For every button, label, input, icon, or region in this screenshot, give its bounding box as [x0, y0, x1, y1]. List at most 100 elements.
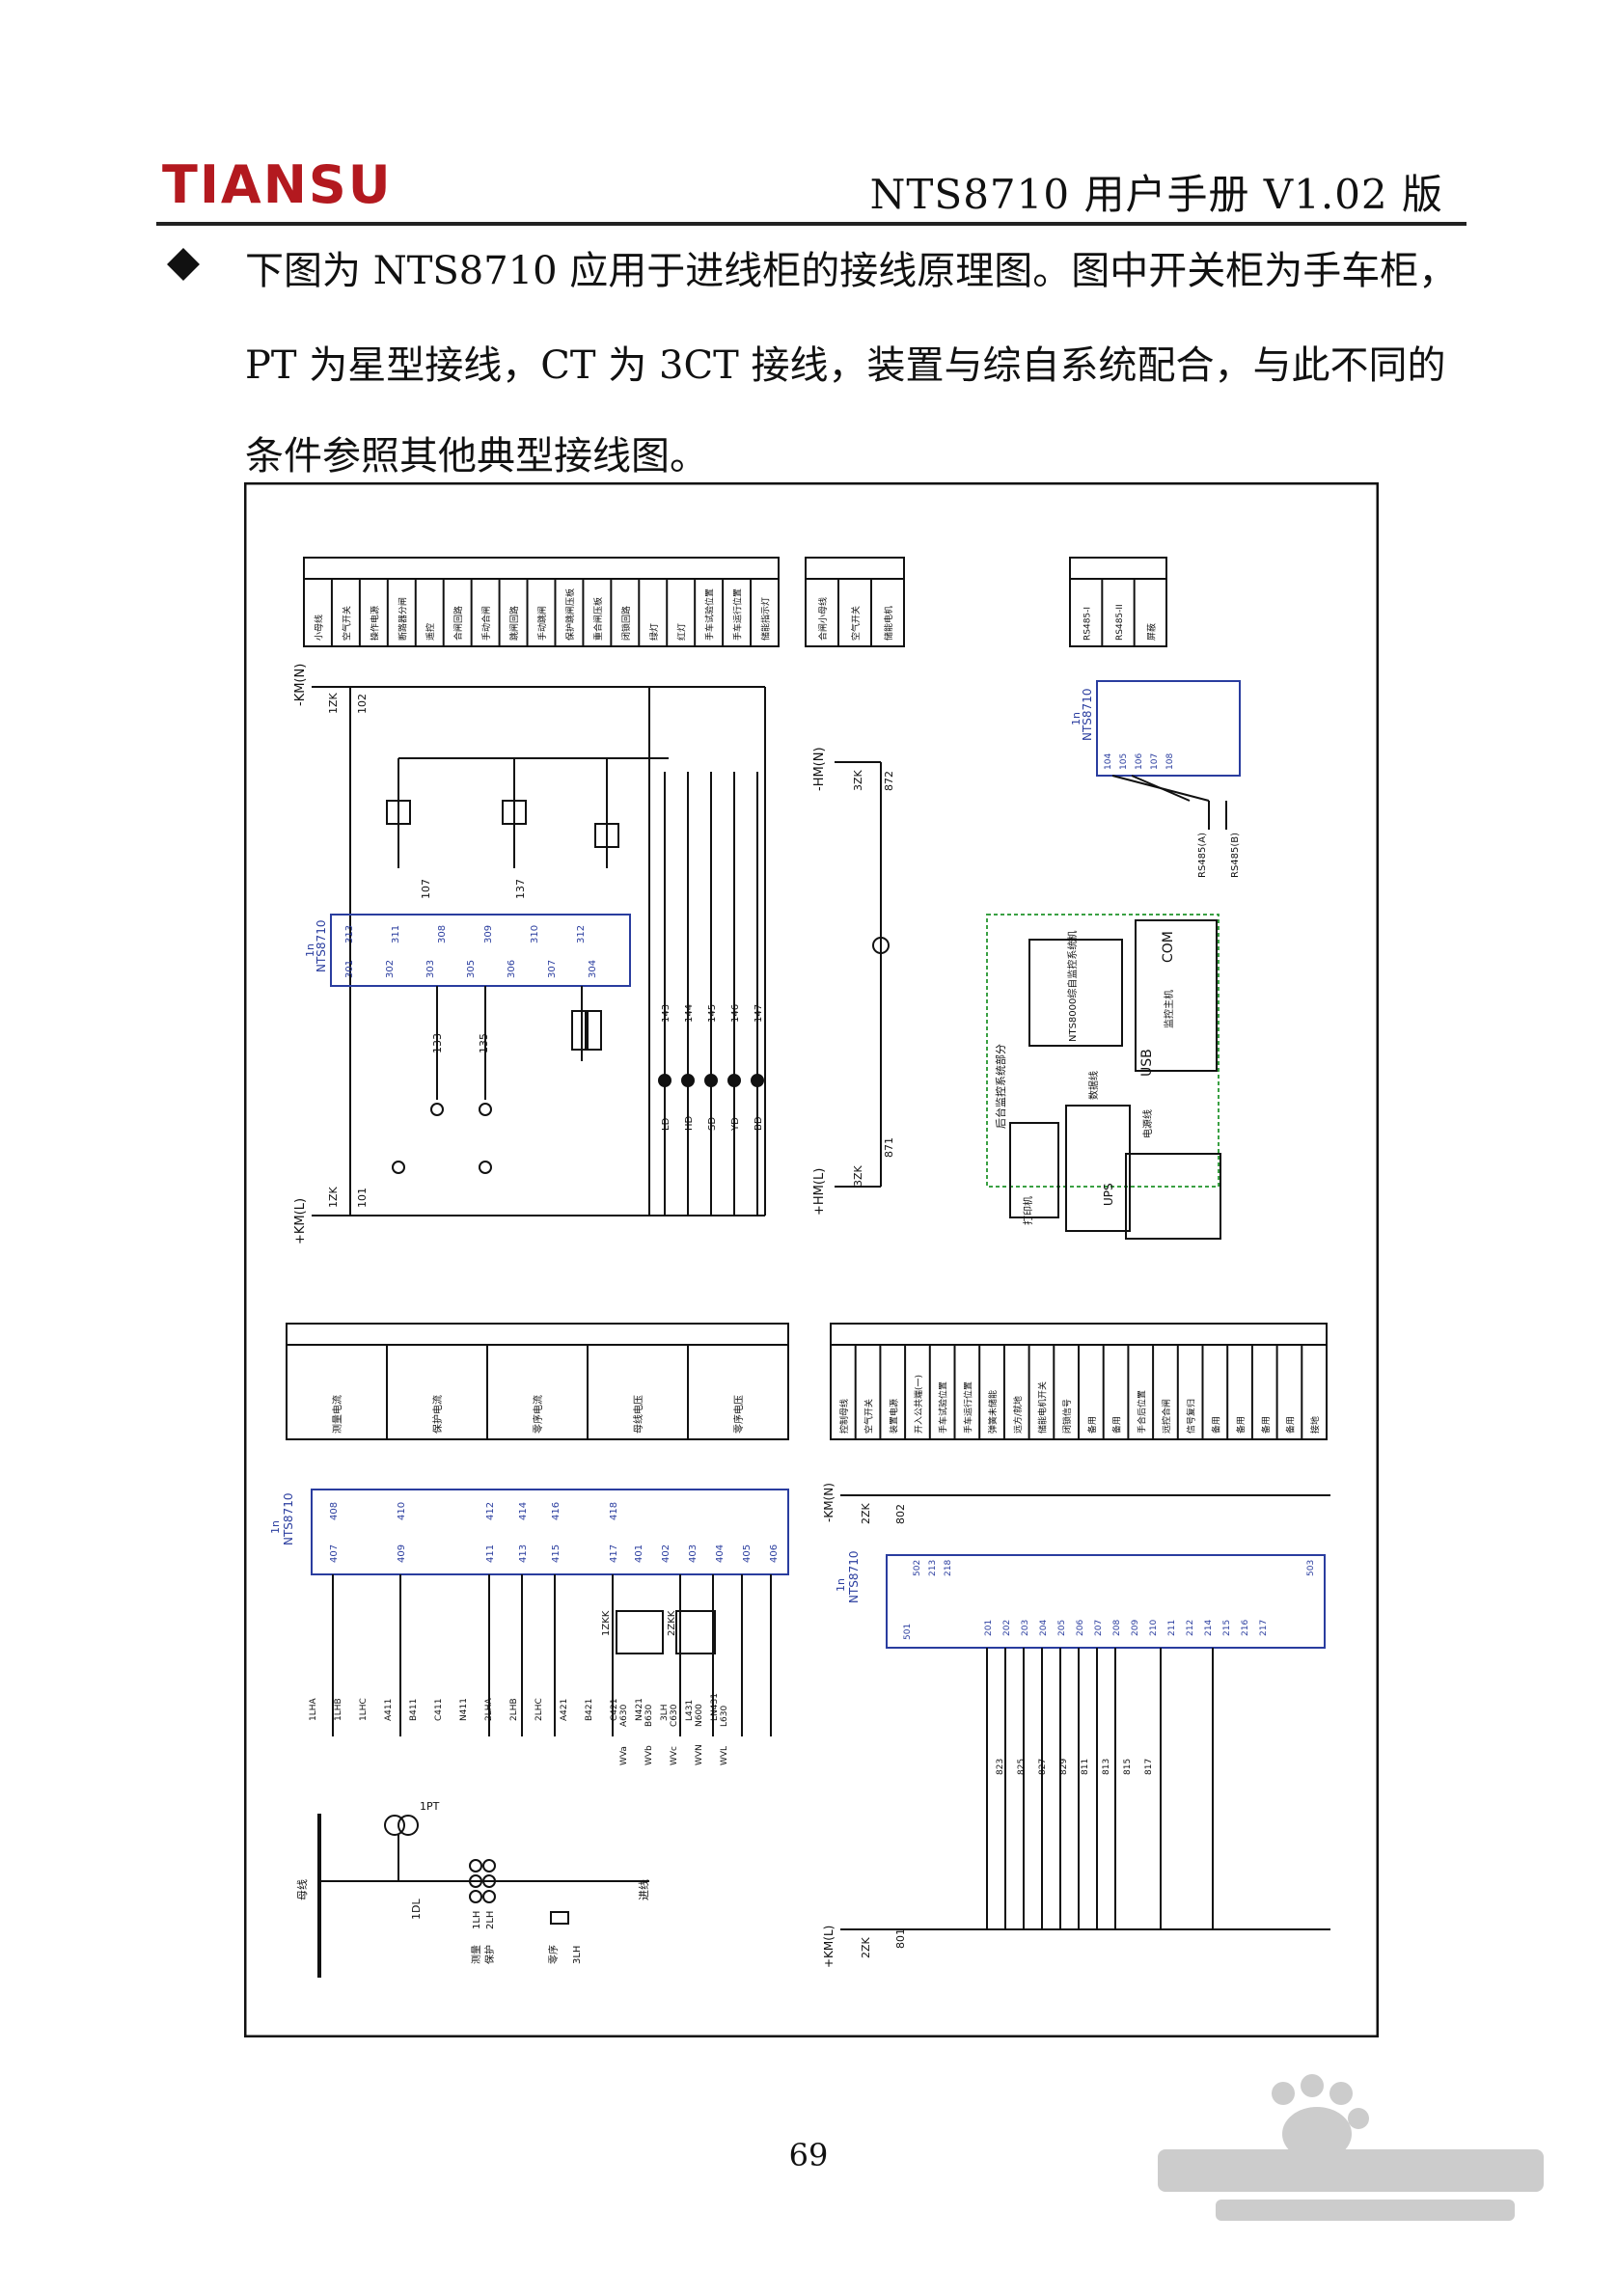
- backend-switch: 监控主机: [1163, 990, 1175, 1028]
- terminal-label: 408: [329, 1502, 340, 1520]
- one-line-lh1: 1LH: [472, 1911, 482, 1929]
- comm-terminal: 106: [1135, 753, 1144, 770]
- breaker-1zk-top: 1ZK: [327, 692, 340, 714]
- terminal-label: 404: [715, 1544, 726, 1563]
- terminal-label: 307: [547, 960, 558, 978]
- table-column-label: RS485-II: [1115, 604, 1125, 641]
- terminal-label: 217: [1259, 1620, 1269, 1636]
- ct-label: 2LHA: [484, 1697, 494, 1721]
- pt-label: WVa: [619, 1746, 629, 1765]
- ct-label: C421: [610, 1699, 619, 1721]
- terminal-label: 205: [1057, 1620, 1067, 1636]
- wire-number: 811: [1081, 1759, 1090, 1775]
- watermark-logo: [1158, 2074, 1544, 2221]
- terminal-label: 203: [1021, 1620, 1030, 1636]
- terminal-label: 501: [903, 1624, 913, 1640]
- table-column-label: 母线电压: [632, 1395, 644, 1434]
- table-column-label: 绿灯: [648, 623, 660, 641]
- wire-872: 872: [883, 771, 895, 791]
- table-column-label: 备用: [1235, 1416, 1247, 1434]
- table-column-label: 保护电流: [431, 1395, 444, 1434]
- pt-label: C630: [670, 1704, 679, 1727]
- wire-137: 137: [514, 879, 527, 899]
- breaker-1zk-bottom: 1ZK: [327, 1186, 340, 1208]
- terminal-label: 313: [344, 925, 355, 943]
- table-column-label: 闭锁信号: [1061, 1399, 1073, 1434]
- table-column-label: 手动合闸: [480, 606, 492, 641]
- ct-label: 3LH: [660, 1704, 670, 1721]
- table-column-label: 保护跳闸压板: [564, 588, 576, 641]
- table-column-label: 储能电机开关: [1036, 1381, 1048, 1434]
- terminal-label: 211: [1167, 1620, 1177, 1636]
- table-column-label: 信号复归: [1186, 1399, 1197, 1434]
- terminal-label: 202: [1002, 1620, 1012, 1636]
- device-ref-top: 1n: [304, 943, 316, 957]
- breaker-2zk-bottom: 2ZK: [860, 1936, 872, 1958]
- backend-power-line: 电源线: [1141, 1109, 1154, 1138]
- table-column-label: 跳闸回路: [508, 606, 520, 641]
- table-column-label: 屏蔽: [1145, 623, 1157, 641]
- ct-label: A421: [560, 1699, 569, 1721]
- document-title: NTS8710 用户手册 V1.02 版: [869, 171, 1443, 218]
- wire-number: 813: [1102, 1759, 1111, 1775]
- bus-label-km-n: -KM(N): [293, 664, 308, 706]
- table-column-label: 小母线: [313, 615, 324, 641]
- one-line-diagram: 母线 1PT 1DL 测量 保护 1LH 2LH 零序 3LH 进线: [295, 1800, 650, 1978]
- terminal-label: 409: [397, 1544, 407, 1563]
- one-line-lh3: 3LH: [572, 1946, 583, 1964]
- pt-label: WVb: [644, 1745, 654, 1765]
- terminal-label: 411: [485, 1544, 496, 1563]
- ct-label: C411: [434, 1699, 444, 1721]
- table-column-label: 手车运行位置: [962, 1381, 973, 1434]
- ct-label: 2LHC: [534, 1698, 544, 1721]
- table-column-label: 备用: [1210, 1416, 1221, 1434]
- ct-label: 2LHB: [509, 1698, 519, 1721]
- lamp-label: HD: [684, 1115, 695, 1131]
- device-ref-bi: 1n: [835, 1578, 847, 1592]
- wire-number: 145: [707, 1004, 718, 1023]
- terminal-label: 213: [928, 1560, 938, 1576]
- indicator-lamp: [658, 1074, 671, 1087]
- terminal-label: 216: [1241, 1620, 1250, 1636]
- intro-line-1: 下图为 NTS8710 应用于进线柜的接线原理图。图中开关柜为手车柜，: [245, 249, 1458, 293]
- intro-line-3: 条件参照其他典型接线图。: [245, 434, 708, 478]
- pt-label: WVc: [670, 1746, 679, 1765]
- terminal-label: 402: [661, 1544, 671, 1563]
- ct-label: B411: [409, 1699, 419, 1721]
- terminal-label: 312: [576, 925, 587, 943]
- terminal-label: 406: [769, 1544, 780, 1563]
- bus-label-km-l: +KM(L): [293, 1198, 308, 1244]
- table-column-label: 备用: [1111, 1416, 1123, 1434]
- one-line-prot: 保护: [483, 1945, 496, 1964]
- terminal-label: 208: [1112, 1620, 1122, 1636]
- binary-inputs: -KM(N) +KM(L) 2ZK 2ZK 802 801 1n NTS8710…: [822, 1483, 1330, 1968]
- wire-133: 133: [431, 1033, 444, 1053]
- device-name-bi: NTS8710: [847, 1551, 861, 1603]
- table-column-label: 遥控: [425, 623, 436, 641]
- backend-data-line: 数据线: [1087, 1071, 1100, 1100]
- table-column-label: 控制母线: [838, 1399, 850, 1434]
- indicator-lamp: [681, 1074, 695, 1087]
- terminal-label: 303: [425, 960, 436, 978]
- terminal-label: 503: [1306, 1560, 1316, 1576]
- table-column-label: 弹簧未储能: [987, 1390, 999, 1434]
- wire-number: 144: [684, 1004, 695, 1023]
- table-column-label: 储能指示灯: [760, 597, 772, 641]
- indicator-lamp: [751, 1074, 764, 1087]
- wire-801: 801: [894, 1928, 907, 1949]
- wire-number: 815: [1123, 1759, 1133, 1775]
- device-name-ct: NTS8710: [282, 1493, 295, 1545]
- terminal-label: 414: [518, 1502, 529, 1520]
- pt-label: L630: [720, 1706, 729, 1727]
- terminal-label: 218: [944, 1560, 953, 1576]
- backend-com: COM: [1161, 931, 1176, 963]
- backend-printer: 打印机: [1022, 1196, 1034, 1225]
- terminal-label: 215: [1222, 1620, 1232, 1636]
- table-column-label: RS485-I: [1083, 607, 1093, 641]
- ct-table: 测量电流保护电流零序电流母线电压零序电压: [286, 1323, 789, 1440]
- table-column-label: 手合后位置: [1136, 1390, 1147, 1434]
- control-circuit-table: 小母线空气开关操作电源断路器分闸遥控合闸回路手动合闸跳闸回路手动跳闸保护跳闸压板…: [303, 557, 780, 647]
- terminal-label: 309: [483, 925, 494, 943]
- table-column-label: 手动跳闸: [536, 606, 548, 641]
